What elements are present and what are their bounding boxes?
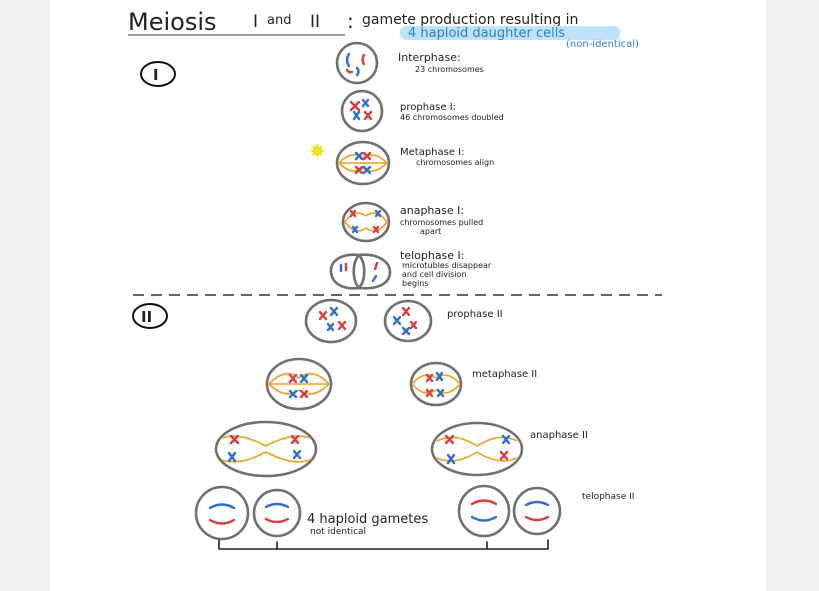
prophase-two-cells (304, 298, 433, 344)
metaphase-one-cell (335, 140, 391, 186)
anaphase-two-cells (214, 420, 524, 478)
gametes-label-line2: not identical (310, 527, 366, 537)
title-part-two: II (310, 12, 320, 32)
svg-text:I: I (153, 66, 159, 84)
metaphase-two-label: metaphase II (472, 369, 537, 380)
title-desc-line3: (non-identical) (566, 39, 639, 50)
title-desc-line1: gamete production resulting in (362, 12, 578, 28)
interphase-note: 23 chromosomes (415, 65, 484, 74)
anaphase-two-label: anaphase II (530, 430, 588, 441)
telophase-one-note-line3: begins (402, 279, 429, 288)
anaphase-one-cell (341, 201, 391, 243)
telophase-one-note-line2: and cell division (402, 270, 467, 279)
telophase-one-cell (329, 253, 392, 290)
interphase-label: Interphase: (398, 51, 461, 64)
prophase-two-label: prophase II (447, 309, 503, 320)
title-and: and (267, 13, 291, 28)
metaphase-one-note: chromosomes align (416, 158, 494, 167)
anaphase-one-label: anaphase I: (400, 204, 464, 217)
gametes-bracket (218, 539, 549, 550)
anaphase-one-note-line1: chromosomes pulled (400, 218, 483, 227)
gametes-label-line1: 4 haploid gametes (307, 512, 428, 527)
title-colon: : (347, 9, 354, 33)
title-meiosis: Meiosis (128, 8, 217, 36)
prophase-one-note: 46 chromosomes doubled (400, 113, 504, 122)
section-one-marker: I (140, 61, 176, 87)
telophase-one-note-line1: microtubles disappear (402, 261, 492, 270)
interphase-cell (335, 41, 379, 85)
prophase-one-label: prophase I: (400, 102, 456, 113)
metaphase-two-cells (265, 357, 463, 411)
telophase-two-label: telophase II (582, 492, 634, 502)
title-desc-line2: 4 haploid daughter cells (408, 26, 565, 41)
telophase-two-cells (194, 484, 562, 541)
desc-highlight (400, 26, 620, 40)
telophase-one-label: telophase I: (400, 249, 465, 262)
anaphase-one-note-line2: apart (420, 227, 441, 236)
title-part-one: I (253, 12, 258, 32)
title-block: Meiosis I and II : gamete production res… (128, 8, 639, 50)
section-two-marker: II (132, 303, 168, 329)
highlight-star-icon: ✸ (309, 139, 326, 163)
svg-text:II: II (141, 308, 152, 326)
prophase-one-cell (340, 89, 384, 133)
metaphase-one-label: Metaphase I: (400, 147, 465, 158)
